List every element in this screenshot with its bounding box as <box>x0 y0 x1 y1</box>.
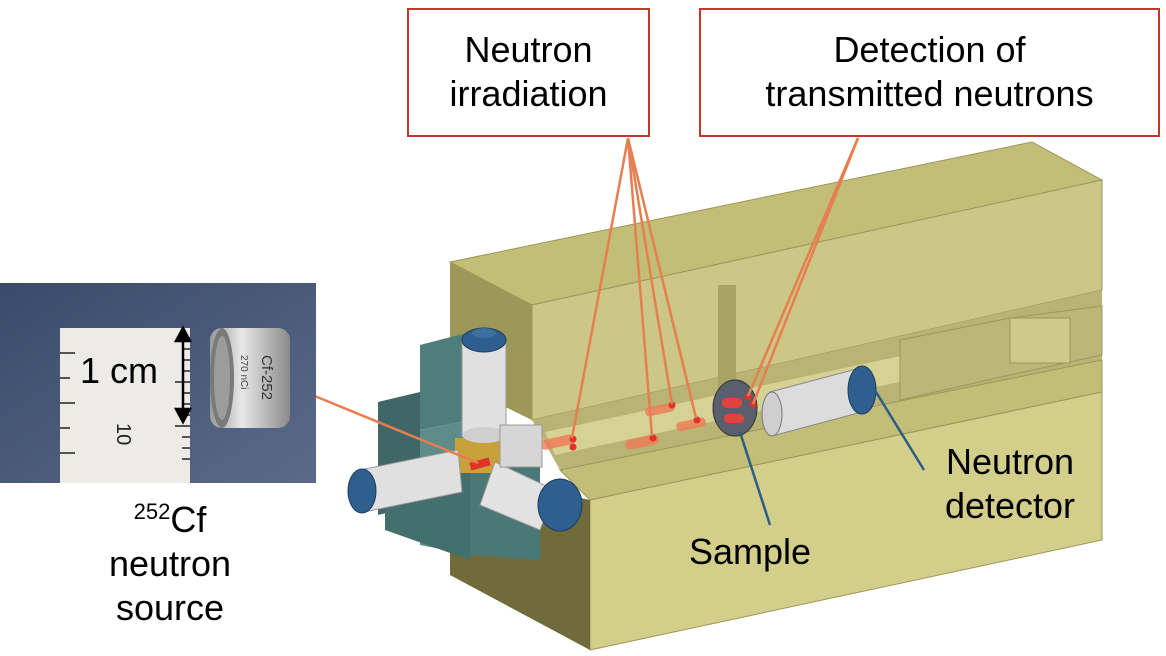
irradiation-leaders <box>570 137 698 439</box>
scale-arrow <box>173 325 193 425</box>
isotope-mass-number: 252 <box>133 499 171 524</box>
cf252-cylinder <box>210 328 290 428</box>
callout-line-1: Detection of <box>833 29 1026 70</box>
cylinder-activity: 270 nCi <box>238 355 249 389</box>
source-marker <box>469 457 491 471</box>
detector-leader <box>874 391 926 471</box>
callout-line-1: Neutron <box>464 29 593 70</box>
bore-end <box>1009 317 1071 364</box>
ruler-number: 10 <box>112 423 134 445</box>
source-caption-line-1: 252Cf <box>80 490 260 542</box>
sample-disk-model <box>712 379 758 437</box>
source-holder-block <box>499 424 543 468</box>
left-detector-cylinder <box>347 449 463 514</box>
source-caption-line-2: neutron <box>108 543 232 584</box>
detection-leaders <box>746 137 860 405</box>
neutron-detector-label: Neutron detector <box>920 440 1100 528</box>
label-line-1: Neutron <box>945 441 1075 482</box>
source-caption: 252Cf neutron source <box>80 490 260 630</box>
callout-line-2: irradiation <box>449 73 608 114</box>
label-line-2: detector <box>944 485 1076 526</box>
neutron-detector-model <box>761 365 877 437</box>
sample-leader <box>738 431 772 526</box>
source-caption-line-3: source <box>115 587 225 628</box>
ruler <box>60 328 190 483</box>
element-symbol: Cf <box>170 499 207 540</box>
lower-detector-cylinder <box>479 461 583 532</box>
source-leader <box>299 388 479 465</box>
cf252-source-photo: 10 1 cm Cf-252 270 nCi <box>0 283 316 483</box>
sample-slot <box>718 285 736 390</box>
detection-callout: Detection of transmitted neutrons <box>699 8 1160 137</box>
neutron-irradiation-callout: Neutron irradiation <box>407 8 650 137</box>
scale-label: 1 cm <box>80 350 158 391</box>
cylinder-label: Cf-252 <box>258 355 275 400</box>
sample-label: Sample <box>688 531 812 572</box>
upper-detector-cylinder <box>461 327 507 443</box>
callout-line-2: transmitted neutrons <box>765 73 1094 114</box>
